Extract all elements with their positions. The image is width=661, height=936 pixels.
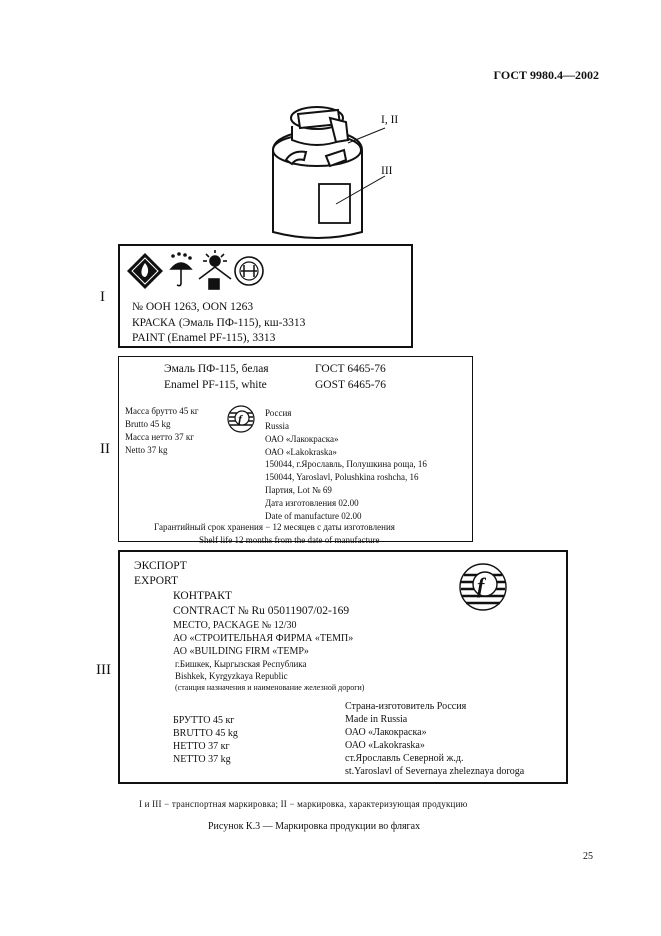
- flask-drawing: [272, 106, 386, 239]
- weight-gross-en: Brutto 45 kg: [125, 419, 171, 429]
- page-number: 25: [583, 851, 593, 862]
- box2-roman: II: [100, 441, 110, 457]
- city-ru: г.Бишкек, Кыргызская Республика: [175, 659, 307, 669]
- export-origin-1: Made in Russia: [345, 714, 408, 725]
- firm-ru: АО «СТРОИТЕЛЬНАЯ ФИРМА «ТЕМП»: [173, 633, 354, 644]
- contract-ru: КОНТРАКТ: [173, 590, 232, 602]
- package-number: МЕСТО, PACKAGE № 12/30: [173, 620, 297, 631]
- origin-line-6: Партия, Lot № 69: [265, 485, 332, 495]
- drawing-label-iii: III: [381, 165, 393, 177]
- export-origin-2: ОАО «Лакокраска»: [345, 727, 427, 738]
- svg-text:f: f: [238, 412, 243, 426]
- hazard-symbols: [127, 250, 264, 290]
- keep-dry-icon: [169, 252, 193, 287]
- export-origin-4: ст.Ярославль Северной ж.д.: [345, 753, 464, 764]
- origin-line-0: Россия: [265, 408, 292, 418]
- station-note: (станция назначения и наименование желез…: [175, 683, 365, 692]
- gost-ru: ГОСТ 6465-76: [315, 363, 386, 375]
- origin-line-2: ОАО «Лакокраска»: [265, 434, 339, 444]
- box3-roman: III: [96, 662, 111, 678]
- drawing-label-i-ii: I, II: [381, 114, 399, 126]
- export-origin-3: ОАО «Lakokraska»: [345, 740, 425, 751]
- export-ru: ЭКСПОРТ: [134, 560, 187, 572]
- manufacturer-logo-icon: f: [227, 405, 255, 433]
- manufacturer-logo-large-icon: f: [459, 563, 507, 611]
- standard-number: ГОСТ 9980.4—2002: [493, 68, 600, 82]
- brutto-en: BRUTTO 45 kg: [173, 728, 238, 739]
- origin-line-7: Дата изготовления 02.00: [265, 498, 359, 508]
- gost-en: GOST 6465-76: [315, 379, 387, 391]
- origin-line-5: 150044, Yaroslavl, Polushkina roshcha, 1…: [265, 472, 419, 482]
- product-name-ru: Эмаль ПФ-115, белая: [164, 363, 269, 375]
- origin-line-1: Russia: [265, 421, 290, 431]
- keep-from-heat-icon: [198, 250, 232, 290]
- box1-line3: PAINT (Enamel PF-115), 3313: [132, 332, 276, 344]
- firm-en: АО «BUILDING FIRM «TEMP»: [173, 646, 309, 657]
- figure-caption: Рисунок К.3 — Маркировка продукции во фл…: [208, 821, 421, 832]
- shelf-life-en: Shelf life 12 months from the date of ma…: [199, 535, 380, 545]
- netto-ru: НЕТТО 37 кг: [173, 741, 230, 752]
- export-origin-0: Страна-изготовитель Россия: [345, 701, 467, 712]
- weight-gross-ru: Масса брутто 45 кг: [125, 406, 199, 416]
- export-label-box: ЭКСПОРТ EXPORT КОНТРАКТ CONTRACT № Ru 05…: [118, 550, 568, 784]
- export-origin-5: st.Yaroslavl of Severnaya zheleznaya dor…: [345, 766, 525, 777]
- box1-roman: I: [100, 289, 105, 305]
- weight-net-en: Netto 37 kg: [125, 445, 168, 455]
- origin-line-8: Date of manufacture 02.00: [265, 511, 362, 521]
- origin-line-4: 150044, г.Ярославль, Полушкина роща, 16: [265, 459, 427, 469]
- product-name-en: Enamel PF-115, white: [164, 379, 267, 391]
- shelf-life-ru: Гарантийный срок хранения − 12 месяцев с…: [154, 522, 395, 532]
- svg-text:f: f: [477, 573, 487, 598]
- netto-en: NETTO 37 kg: [173, 754, 231, 765]
- city-en: Bishkek, Kyrgyzkaya Republic: [175, 671, 288, 681]
- quality-stamp-icon: [234, 256, 264, 286]
- weight-net-ru: Масса нетто 37 кг: [125, 432, 194, 442]
- flammable-diamond-icon: [127, 253, 163, 289]
- box1-line2: КРАСКА (Эмаль ПФ-115), кш-3313: [132, 317, 306, 329]
- export-en: EXPORT: [134, 575, 179, 587]
- box1-line1: № OOH 1263, OON 1263: [132, 301, 254, 313]
- footnote: I и III − транспортная маркировка; II − …: [139, 799, 468, 809]
- brutto-ru: БРУТТО 45 кг: [173, 715, 235, 726]
- origin-line-3: ОАО «Lakokraska»: [265, 447, 337, 457]
- transport-label-box: № OOH 1263, OON 1263 КРАСКА (Эмаль ПФ-11…: [118, 244, 413, 348]
- product-label-box: Эмаль ПФ-115, белая Enamel PF-115, white…: [118, 356, 473, 545]
- contract-en: CONTRACT № Ru 05011907/02-169: [173, 605, 350, 617]
